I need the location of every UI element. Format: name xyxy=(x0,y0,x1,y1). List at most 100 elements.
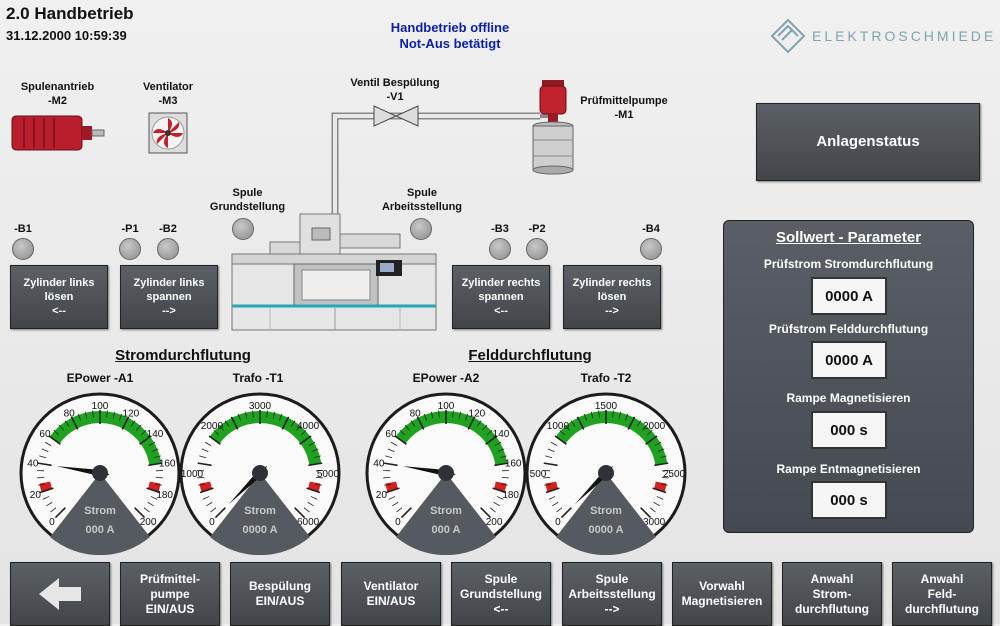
logo: ELEKTROSCHMIEDE xyxy=(768,14,998,58)
gauge-readout-cap xyxy=(396,537,496,555)
gauge-tick-label: 20 xyxy=(376,490,388,501)
sensor-p2-label: -P2 xyxy=(524,222,550,236)
sensor-p2-lamp xyxy=(526,238,548,260)
gauge-tick-label: 80 xyxy=(410,408,422,419)
section-field-flow: Felddurchflutung xyxy=(440,347,620,364)
gauge-label-t1: Trafo -T1 xyxy=(198,371,318,385)
gauge-tick xyxy=(502,477,509,478)
gauge-tick-label: 160 xyxy=(159,458,176,469)
gauge-unit-label: Strom xyxy=(430,505,462,517)
preselect-magnetize-button[interactable]: Vorwahl Magnetisieren xyxy=(672,562,772,626)
sensor-p1-lamp xyxy=(119,238,141,260)
flushing-toggle-button[interactable]: Bespülung EIN/AUS xyxy=(230,562,330,626)
m3-label: Ventilator -M3 xyxy=(128,80,208,108)
gauge-tick-label: 0 xyxy=(49,517,55,528)
sensor-b3-label: -B3 xyxy=(487,222,513,236)
select-current-flow-button[interactable]: Anwahl Strom- durchflutung xyxy=(782,562,882,626)
gauge-red-marker xyxy=(659,483,661,491)
sensor-b1-label: -B1 xyxy=(10,222,36,236)
cylinder-right-clamp-button[interactable]: Zylinder rechts spannen <-- xyxy=(452,265,550,329)
param-input-field-flow[interactable]: 0000 A xyxy=(811,341,887,379)
sensor-p1-label: -P1 xyxy=(117,222,143,236)
sensor-b2-label: -B2 xyxy=(155,222,181,236)
fan-toggle-button[interactable]: Ventilator EIN/AUS xyxy=(341,562,441,626)
alarm-line-1: Handbetrieb offline xyxy=(340,20,560,35)
fan-icon[interactable] xyxy=(148,112,188,154)
gauge-readout: 0000 A xyxy=(588,524,623,536)
gauge-hub xyxy=(252,465,268,481)
m2-label: Spulenantrieb -M2 xyxy=(10,80,105,108)
page-title: 2.0 Handbetrieb xyxy=(6,4,134,24)
gauge-red-marker xyxy=(153,483,155,491)
param-input-ramp-demagnetize[interactable]: 000 s xyxy=(811,481,887,519)
gauge-readout: 000 A xyxy=(86,524,115,536)
test-pump-toggle-button[interactable]: Prüfmittel- pumpe EIN/AUS xyxy=(120,562,220,626)
alarm-line-2: Not-Aus betätigt xyxy=(340,36,560,51)
cylinder-left-release-button[interactable]: Zylinder links lösen <-- xyxy=(10,265,108,329)
sensor-b2-lamp xyxy=(157,238,179,260)
section-current-flow: Stromdurchflutung xyxy=(90,347,276,364)
gauge-tick-label: 0 xyxy=(209,517,215,528)
param-label-ramp-demagnetize: Rampe Entmagnetisieren xyxy=(724,462,973,476)
gauge-tick-label: 4000 xyxy=(297,421,320,432)
cylinder-right-release-button[interactable]: Zylinder rechts lösen --> xyxy=(563,265,661,329)
coil-work-button[interactable]: Spule Arbeitsstellung --> xyxy=(562,562,662,626)
sensor-b4-label: -B4 xyxy=(638,222,664,236)
gauge-tick-label: 100 xyxy=(438,401,455,412)
gauge-unit-label: Strom xyxy=(244,505,276,517)
gauge-tick-label: 3000 xyxy=(249,401,272,412)
gauge-tick-label: 0 xyxy=(555,517,561,528)
gauge-tick-label: 5000 xyxy=(317,469,340,480)
gauge-hub xyxy=(598,465,614,481)
gauge-tick-label: 500 xyxy=(530,469,547,480)
gauge-tick-label: 2000 xyxy=(201,421,224,432)
cylinder-left-clamp-button[interactable]: Zylinder links spannen --> xyxy=(120,265,218,329)
gauge-tick-label: 160 xyxy=(505,458,522,469)
coil-drive-motor-icon[interactable] xyxy=(10,112,106,154)
gauge-tick-label: 80 xyxy=(64,408,76,419)
gauge-tick xyxy=(156,477,163,478)
sensor-b3-lamp xyxy=(489,238,511,260)
gauge-tick xyxy=(37,477,44,478)
param-input-current-flow[interactable]: 0000 A xyxy=(811,277,887,315)
gauge-tick-label: 140 xyxy=(147,429,164,440)
parameter-panel-title: Sollwert - Parameter xyxy=(724,229,973,246)
logo-icon xyxy=(768,14,808,58)
logo-text: ELEKTROSCHMIEDE xyxy=(812,28,996,44)
test-machine-icon xyxy=(230,208,440,334)
gauge-label-t2: Trafo -T2 xyxy=(546,371,666,385)
param-label-ramp-magnetize: Rampe Magnetisieren xyxy=(724,391,973,405)
gauge-readout-cap xyxy=(556,537,656,555)
gauge-tick-label: 200 xyxy=(140,517,157,528)
param-input-ramp-magnetize[interactable]: 000 s xyxy=(811,411,887,449)
gauge-tick xyxy=(383,477,390,478)
gauge-readout-cap xyxy=(50,537,150,555)
coil-home-button[interactable]: Spule Grundstellung <-- xyxy=(451,562,551,626)
gauge-tick-label: 100 xyxy=(92,401,109,412)
parameter-panel: Sollwert - Parameter Prüfstrom Stromdurc… xyxy=(723,220,974,533)
gauge-unit-label: Strom xyxy=(590,505,622,517)
gauge-tick-label: 140 xyxy=(493,429,510,440)
gauge-red-marker xyxy=(499,483,501,491)
gauge-tick-label: 40 xyxy=(27,458,39,469)
gauge-tick-label: 40 xyxy=(373,458,385,469)
gauge-tick-label: 120 xyxy=(123,408,140,419)
gauge-tick-label: 0 xyxy=(395,517,401,528)
gauge-readout-cap xyxy=(210,537,310,555)
plant-status-button[interactable]: Anlagenstatus xyxy=(756,103,980,181)
gauge-red-marker xyxy=(551,483,553,491)
valve-icon[interactable] xyxy=(372,104,420,128)
pump-icon[interactable] xyxy=(530,80,576,176)
gauge-red-marker xyxy=(205,483,207,491)
param-label-field-flow: Prüfstrom Felddurchflutung xyxy=(724,322,973,336)
gauge-tick-label: 120 xyxy=(469,408,486,419)
gauge-tick-label: 1000 xyxy=(181,469,204,480)
select-field-flow-button[interactable]: Anwahl Feld- durchflutung xyxy=(892,562,992,626)
gauge-tick-label: 2000 xyxy=(643,421,666,432)
gauge-readout: 000 A xyxy=(432,524,461,536)
gauge-red-marker xyxy=(391,483,393,491)
back-button[interactable] xyxy=(10,562,110,626)
gauge-label-a2: EPower -A2 xyxy=(386,371,506,385)
